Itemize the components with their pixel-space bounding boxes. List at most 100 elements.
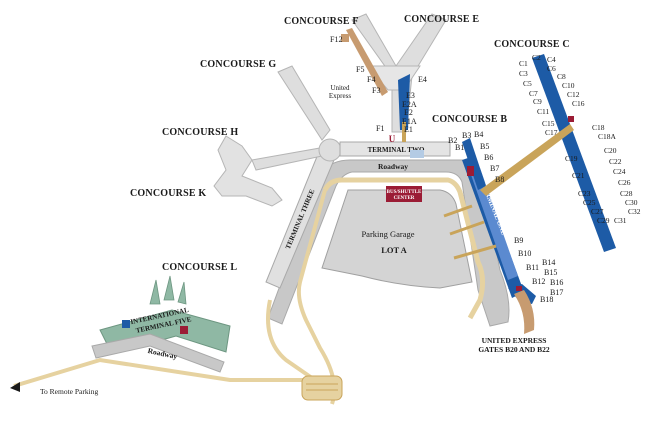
terminal-one-band: [470, 168, 518, 280]
gate-label-b7: B7: [490, 164, 499, 173]
parking-garage: [321, 189, 473, 289]
gate-label-c20: C20: [604, 146, 617, 155]
gate-label-b11: B11: [526, 263, 539, 272]
united-express-b-pier: [514, 290, 535, 334]
concourse-h-label: CONCOURSE H: [162, 127, 238, 138]
terminal-five-red-marker: [180, 326, 188, 334]
gate-label-f12: F12: [330, 35, 342, 44]
gate-label-b18: B18: [540, 295, 553, 304]
remote-parking-label: To Remote Parking: [40, 387, 98, 396]
terminal-five-roadway: [91, 333, 225, 373]
gate-label-e4: E4: [418, 75, 427, 84]
gate-label-e2: E2: [404, 108, 413, 117]
gate-label-b5: B5: [480, 142, 489, 151]
gate-label-b9: B9: [514, 236, 523, 245]
lot-a-label: LOT A: [381, 245, 407, 255]
gate-label-b12: B12: [532, 277, 545, 286]
gate-label-c5: C5: [523, 79, 532, 88]
roadway-bottom-loop: [266, 299, 314, 380]
gate-label-c3: C3: [519, 69, 528, 78]
gate-label-c28: C28: [620, 189, 633, 198]
gate-label-c17: C17: [545, 128, 558, 137]
gate-label-b1: B1: [455, 143, 464, 152]
roadway-outer: [267, 159, 510, 327]
united-express-b-line2: GATES B20 AND B22: [478, 345, 550, 354]
gate-label-b4: B4: [474, 130, 483, 139]
gate-label-c22: C22: [609, 157, 622, 166]
gate-label-c15: C15: [542, 119, 555, 128]
gate-label-c16: C16: [572, 99, 585, 108]
gate-label-c26: C26: [618, 178, 631, 187]
terminal-two-blue-pad: [410, 150, 424, 158]
walkway-3: [453, 244, 497, 260]
gate-label-c12: C12: [567, 90, 580, 99]
concourse-k-label: CONCOURSE K: [130, 188, 206, 199]
concourse-b: [462, 138, 536, 304]
concourse-l-label: CONCOURSE L: [162, 262, 237, 273]
road-to-remote-parking: [13, 357, 330, 388]
walkway-2: [449, 220, 485, 236]
gate-label-b3: B3: [462, 131, 471, 140]
concourse-c: [532, 54, 616, 252]
concourse-b-lower-marker: [516, 286, 522, 291]
gate-label-c24: C24: [613, 167, 626, 176]
united-express-f-pier: [346, 28, 388, 96]
gate-label-c9: C9: [533, 97, 542, 106]
terminal-two-label: TERMINAL TWO: [368, 146, 425, 154]
gate-label-c23: C23: [578, 189, 591, 198]
gate-label-c18a: C18A: [598, 132, 617, 141]
concourse-c-connector: [480, 124, 574, 196]
terminal-two-marker: U: [389, 134, 396, 144]
gate-label-b10: B10: [518, 249, 531, 258]
gate-label-b6: B6: [484, 153, 493, 162]
gate-label-c19: C19: [565, 154, 578, 163]
concourse-g: [277, 65, 331, 141]
concourse-b-red-marker: [467, 166, 474, 176]
gate-label-e1: E1: [404, 125, 413, 134]
gate-label-c10: C10: [562, 81, 575, 90]
gate-label-b14: B14: [542, 258, 555, 267]
gate-label-b16: B16: [550, 278, 563, 287]
gate-label-e2a: E2A: [402, 100, 417, 109]
gate-label-c29: C29: [597, 216, 610, 225]
gate-label-c6: C6: [547, 64, 556, 73]
gate-label-c30: C30: [625, 198, 638, 207]
roadway-label-top: Roadway: [378, 162, 408, 171]
remote-parking-arrow: [10, 382, 20, 392]
gate-label-b8: B8: [495, 175, 504, 184]
concourse-e-gold-link: [402, 122, 406, 142]
concourse-c-label: CONCOURSE C: [494, 39, 570, 50]
gate-label-c18: C18: [592, 123, 605, 132]
concourse-h-k: [213, 135, 283, 207]
concourse-e-united-pier: [398, 74, 410, 130]
walkway-1: [443, 204, 473, 218]
united-express-f-line2: Express: [329, 92, 351, 100]
gate-label-e3: E3: [406, 91, 415, 100]
gate-label-b2: B2: [448, 136, 457, 145]
terminal-five-blue-marker: [122, 320, 130, 328]
gate-label-c2: C2: [532, 53, 541, 62]
connector-hk-hub: [251, 147, 323, 171]
gate-label-f5: F5: [356, 65, 364, 74]
bus-shuttle-center: [386, 186, 422, 202]
gate-label-c7: C7: [529, 89, 538, 98]
gate-label-c25: C25: [583, 198, 596, 207]
gate-label-c27: C27: [591, 207, 604, 216]
gate-label-c31: C31: [614, 216, 627, 225]
united-express-f-stub: [341, 34, 349, 42]
concourse-g-label: CONCOURSE G: [200, 59, 276, 70]
concourse-c-marker: [568, 116, 574, 122]
parking-garage-label: Parking Garage: [361, 229, 414, 239]
concourse-f-label: CONCOURSE F: [284, 16, 359, 27]
gate-label-c11: C11: [537, 107, 549, 116]
bus-shuttle-line2: CENTER: [394, 196, 415, 201]
terminal-five-piers: [149, 275, 187, 305]
gate-label-c4: C4: [547, 55, 556, 64]
gate-label-c32: C32: [628, 207, 641, 216]
united-express-f-line1: United: [330, 84, 350, 92]
gate-label-f1: F1: [376, 124, 384, 133]
gate-label-f4: F4: [367, 75, 375, 84]
